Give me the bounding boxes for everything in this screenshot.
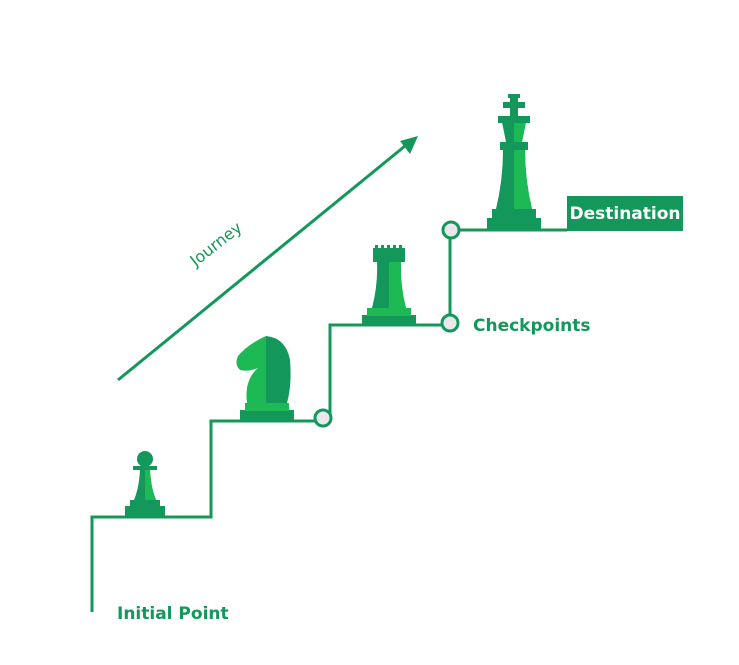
staircase-line — [90, 228, 567, 612]
knight-icon — [236, 336, 294, 421]
journey-arrow — [117, 136, 418, 382]
pawn-icon — [125, 451, 165, 517]
checkpoints-label: Checkpoints — [473, 316, 591, 336]
destination-badge: Destination — [567, 196, 683, 231]
checkpoint-circle-1 — [313, 408, 333, 428]
checkpoint-circle-2 — [440, 313, 460, 333]
checkpoint-circle-3 — [441, 220, 461, 240]
rook-icon — [362, 245, 416, 325]
initial-point-label: Initial Point — [117, 604, 229, 624]
king-icon — [487, 94, 541, 230]
